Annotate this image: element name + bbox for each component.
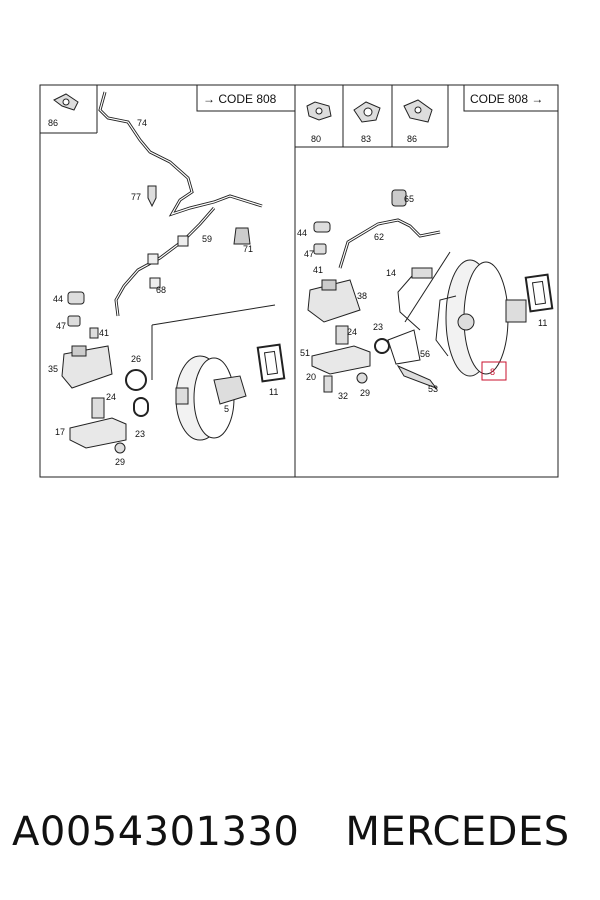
part-label: 41 — [99, 328, 109, 338]
part-label: 5 — [224, 404, 229, 414]
part-label: 44 — [53, 294, 63, 304]
part-label: 65 — [404, 194, 414, 204]
part-label: 29 — [360, 388, 370, 398]
part-label: 59 — [202, 234, 212, 244]
part-label: 24 — [106, 392, 116, 402]
boot-icon — [233, 227, 251, 245]
part-label: 20 — [306, 372, 316, 382]
part-label: 53 — [428, 384, 438, 394]
brake-line-icon — [338, 218, 441, 269]
part-label: 74 — [137, 118, 147, 128]
part-label: 68 — [156, 285, 166, 295]
part-label: 17 — [55, 427, 65, 437]
cap-icon — [67, 291, 99, 339]
brake-booster-icon — [435, 259, 527, 377]
part-label: 47 — [304, 249, 314, 259]
parts-diagram: → CODE 808 — [39, 84, 559, 478]
part-label: 29 — [115, 457, 125, 467]
part-label: 62 — [374, 232, 384, 242]
sensor-icon — [397, 267, 433, 331]
code-box-right — [463, 84, 559, 112]
part-label: 38 — [357, 291, 367, 301]
inset-label: 83 — [361, 134, 371, 144]
brake-booster-icon — [175, 355, 247, 441]
clip-icon — [53, 93, 79, 111]
master-cylinder-icon — [69, 397, 127, 454]
seal-ring-icon — [374, 338, 390, 354]
highlighted-part-label: 8 — [490, 367, 495, 377]
part-label: 47 — [56, 321, 66, 331]
part-label: 11 — [269, 387, 278, 397]
seal-ring-icon — [125, 369, 149, 417]
part-label: 32 — [338, 391, 348, 401]
highlight-box — [481, 361, 507, 381]
master-cylinder-icon — [311, 325, 371, 393]
part-label: 41 — [313, 265, 323, 275]
part-label: 24 — [347, 327, 357, 337]
part-label: 71 — [243, 244, 253, 254]
gasket-icon — [256, 343, 286, 383]
part-label: 35 — [48, 364, 58, 374]
code-box-left — [196, 84, 296, 112]
inset-label: 86 — [48, 118, 58, 128]
part-label: 44 — [297, 228, 307, 238]
boot-icon — [391, 189, 407, 207]
part-label: 23 — [373, 322, 383, 332]
inset-label: 86 — [407, 134, 417, 144]
inset-label: 80 — [311, 134, 321, 144]
cap-icon — [313, 221, 331, 255]
code-label-left: → CODE 808 — [203, 92, 277, 106]
reservoir-icon — [307, 279, 361, 323]
gasket-icon — [524, 273, 554, 313]
clip-icon — [403, 99, 433, 123]
brand-name: MERCEDES — [345, 809, 570, 855]
part-label: 23 — [135, 429, 145, 439]
clip-icon — [306, 101, 332, 121]
part-label: 11 — [538, 318, 547, 328]
diagram-frame — [39, 84, 559, 478]
part-number: A0054301330 — [12, 809, 300, 855]
part-label: 56 — [420, 349, 430, 359]
part-label: 51 — [300, 348, 310, 358]
part-label: 14 — [386, 268, 396, 278]
reservoir-icon — [61, 345, 113, 389]
part-label: 26 — [131, 354, 141, 364]
screw-icon — [147, 185, 157, 208]
bracket-icon — [387, 329, 438, 390]
clip-icon — [353, 101, 381, 123]
code-label-right: CODE 808 → — [470, 92, 543, 106]
part-label: 77 — [131, 192, 141, 202]
caption: A0054301330 MERCEDES — [12, 800, 592, 864]
